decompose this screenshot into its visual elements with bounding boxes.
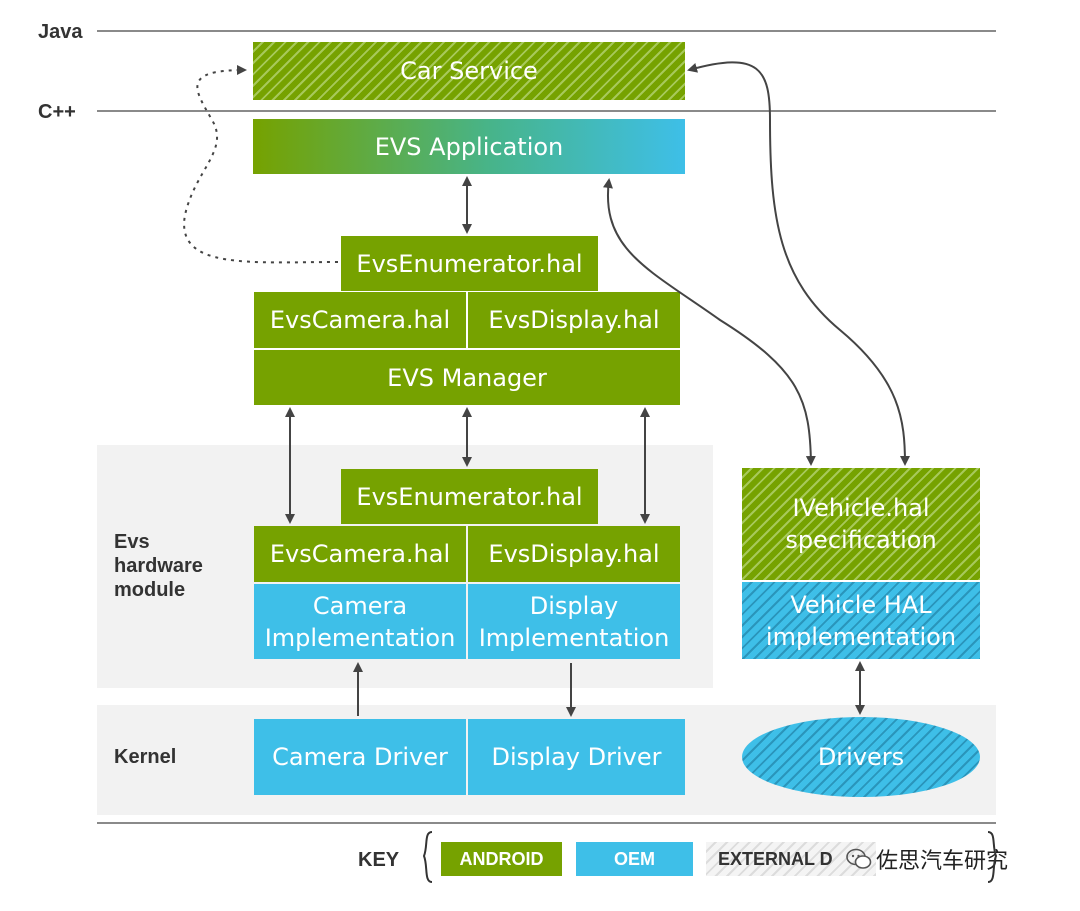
curve-car-service-ivehicle xyxy=(687,61,910,466)
key-external-label: EXTERNAL D xyxy=(718,848,833,869)
evs-hw-label-line2: hardware xyxy=(114,555,203,577)
cpp-layer-label: C++ xyxy=(38,101,76,123)
ivehicle-hal-box: IVehicle.hal specification xyxy=(742,468,980,580)
ivehicle-line2: specification xyxy=(785,526,937,554)
evs-hw-label-line1: Evs xyxy=(114,531,150,553)
evs-display-hal-hw: EvsDisplay.hal xyxy=(468,526,680,582)
display-driver-box: Display Driver xyxy=(468,719,685,795)
key-bracket-left xyxy=(422,831,433,883)
cpp-divider xyxy=(97,110,996,112)
key-oem-swatch: OEM xyxy=(576,842,693,876)
vehicle-hal-implementation-box: Vehicle HAL implementation xyxy=(742,582,980,659)
key-label: KEY xyxy=(358,849,400,871)
key-android-swatch: ANDROID xyxy=(441,842,562,876)
vehicle-hal-impl-line2: implementation xyxy=(765,622,957,651)
car-service-box: Car Service xyxy=(253,42,685,100)
watermark: 佐思汽车研究 xyxy=(846,843,1008,875)
evs-camera-hal-top: EvsCamera.hal xyxy=(254,292,466,348)
camera-driver-box: Camera Driver xyxy=(254,719,466,795)
ivehicle-line1: IVehicle.hal xyxy=(792,494,930,522)
display-implementation-box: Display Implementation xyxy=(468,584,680,659)
java-divider xyxy=(97,30,996,32)
display-impl-line1: Display xyxy=(529,591,619,620)
evs-manager-box: EVS Manager xyxy=(254,350,680,405)
evs-application-box: EVS Application xyxy=(253,119,685,174)
java-layer-label: Java xyxy=(38,21,83,43)
camera-implementation-box: Camera Implementation xyxy=(254,584,466,659)
camera-impl-line1: Camera xyxy=(312,591,408,620)
vehicle-hal-impl-line1: Vehicle HAL xyxy=(790,590,932,619)
evs-camera-hal-hw: EvsCamera.hal xyxy=(254,526,466,582)
display-impl-line2: Implementation xyxy=(478,623,670,652)
evs-hw-label-line3: module xyxy=(114,579,186,601)
kernel-layer-label: Kernel xyxy=(114,746,177,768)
wechat-icon xyxy=(846,848,872,870)
camera-impl-line2: Implementation xyxy=(264,623,456,652)
evs-enumerator-hal-top: EvsEnumerator.hal xyxy=(341,236,598,291)
drivers-ellipse: Drivers xyxy=(742,717,980,797)
bottom-divider xyxy=(97,822,996,824)
watermark-text: 佐思汽车研究 xyxy=(876,849,1009,874)
evs-hardware-module-label: Evs hardware module xyxy=(114,530,203,602)
evs-enumerator-hal-hw: EvsEnumerator.hal xyxy=(341,469,598,524)
evs-display-hal-top: EvsDisplay.hal xyxy=(468,292,680,348)
